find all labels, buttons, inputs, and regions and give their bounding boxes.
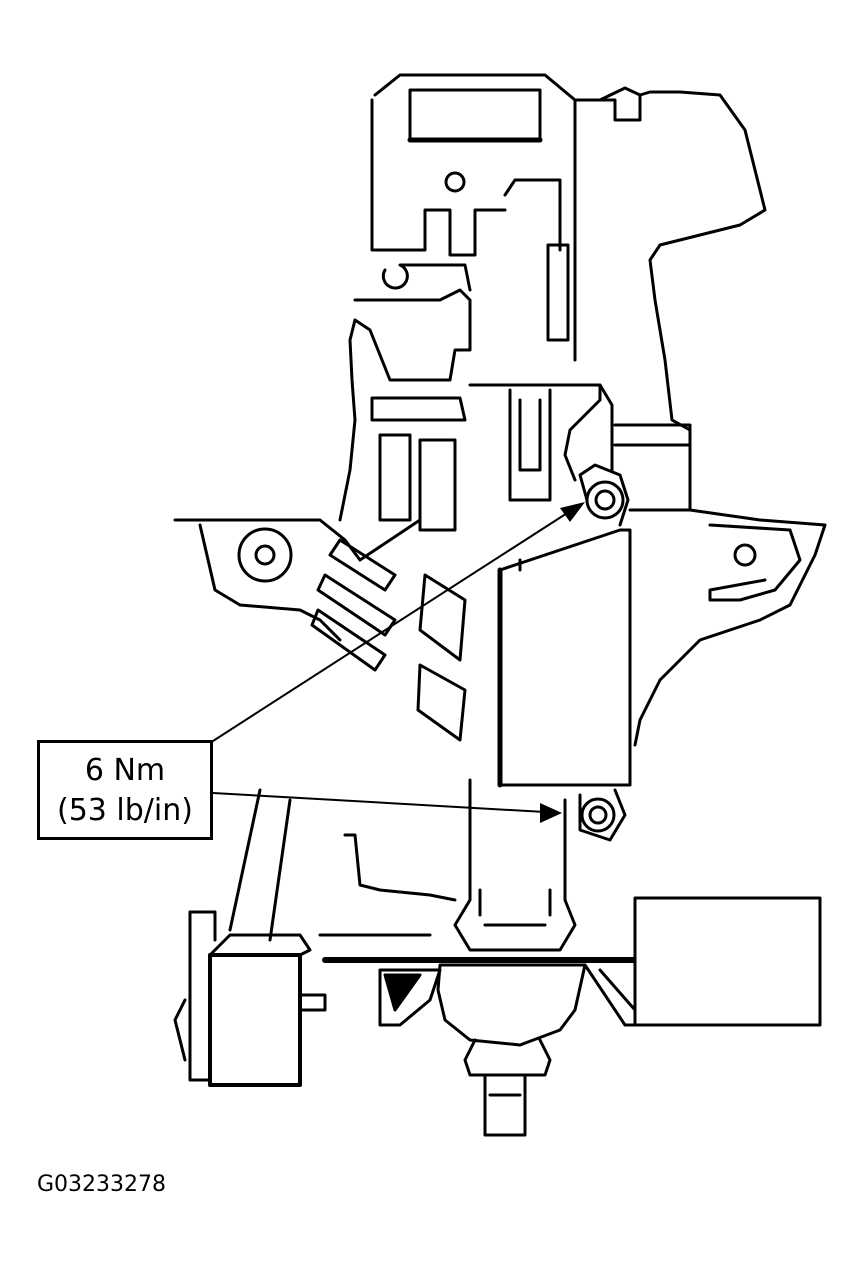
figure-id: G03233278 bbox=[37, 1172, 167, 1197]
column-module bbox=[497, 463, 632, 842]
column-body bbox=[338, 288, 692, 532]
connector bbox=[173, 788, 327, 1087]
torque-callout: 6 Nm (53 lb/in) bbox=[37, 740, 213, 840]
leader-arrowhead-lower bbox=[540, 803, 562, 823]
callout-leaders bbox=[212, 502, 585, 823]
mounting-bracket bbox=[173, 508, 827, 747]
leader-arrowhead-upper bbox=[560, 502, 585, 522]
torque-lbin-label: (53 lb/in) bbox=[57, 793, 193, 828]
upper-housing bbox=[370, 73, 767, 432]
lower-column bbox=[318, 778, 822, 1137]
torque-nm-label: 6 Nm bbox=[84, 753, 166, 788]
